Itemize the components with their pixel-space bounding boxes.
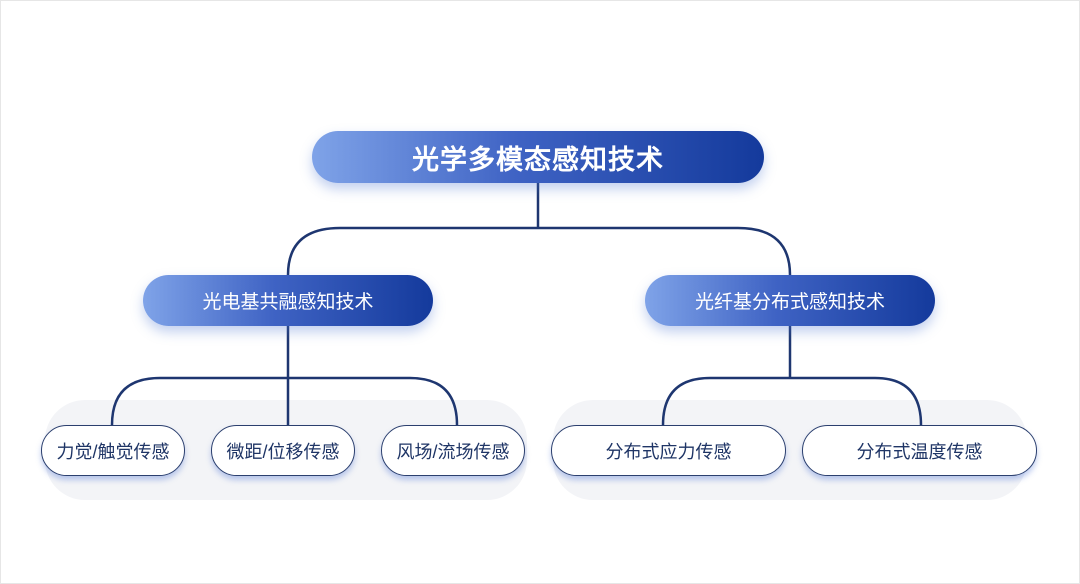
root-node: 光学多模态感知技术 (312, 131, 764, 183)
connector-left-branches (110, 376, 459, 426)
branch-label: 光纤基分布式感知技术 (694, 292, 885, 313)
branch-node-optoelectronic: 光电基共融感知技术 (143, 275, 433, 326)
leaf-label: 分布式温度传感 (856, 441, 983, 462)
leaf-node-displacement: 微距/位移传感 (211, 425, 355, 476)
leaf-label: 微距/位移传感 (226, 441, 340, 462)
leaf-node-flow-field: 风场/流场传感 (381, 425, 525, 476)
leaf-node-distributed-temperature: 分布式温度传感 (802, 425, 1037, 476)
root-node-label: 光学多模态感知技术 (412, 144, 664, 175)
branch-label: 光电基共融感知技术 (202, 292, 374, 313)
leaf-label: 风场/流场传感 (396, 441, 510, 462)
leaf-label: 力觉/触觉传感 (56, 441, 170, 462)
connector-right-branches (661, 376, 923, 426)
leaf-node-force-tactile: 力觉/触觉传感 (41, 425, 185, 476)
leaf-label: 分布式应力传感 (605, 441, 732, 462)
leaf-node-distributed-strain: 分布式应力传感 (551, 425, 786, 476)
connector-root-branches (286, 226, 792, 276)
branch-node-fiber: 光纤基分布式感知技术 (645, 275, 935, 326)
